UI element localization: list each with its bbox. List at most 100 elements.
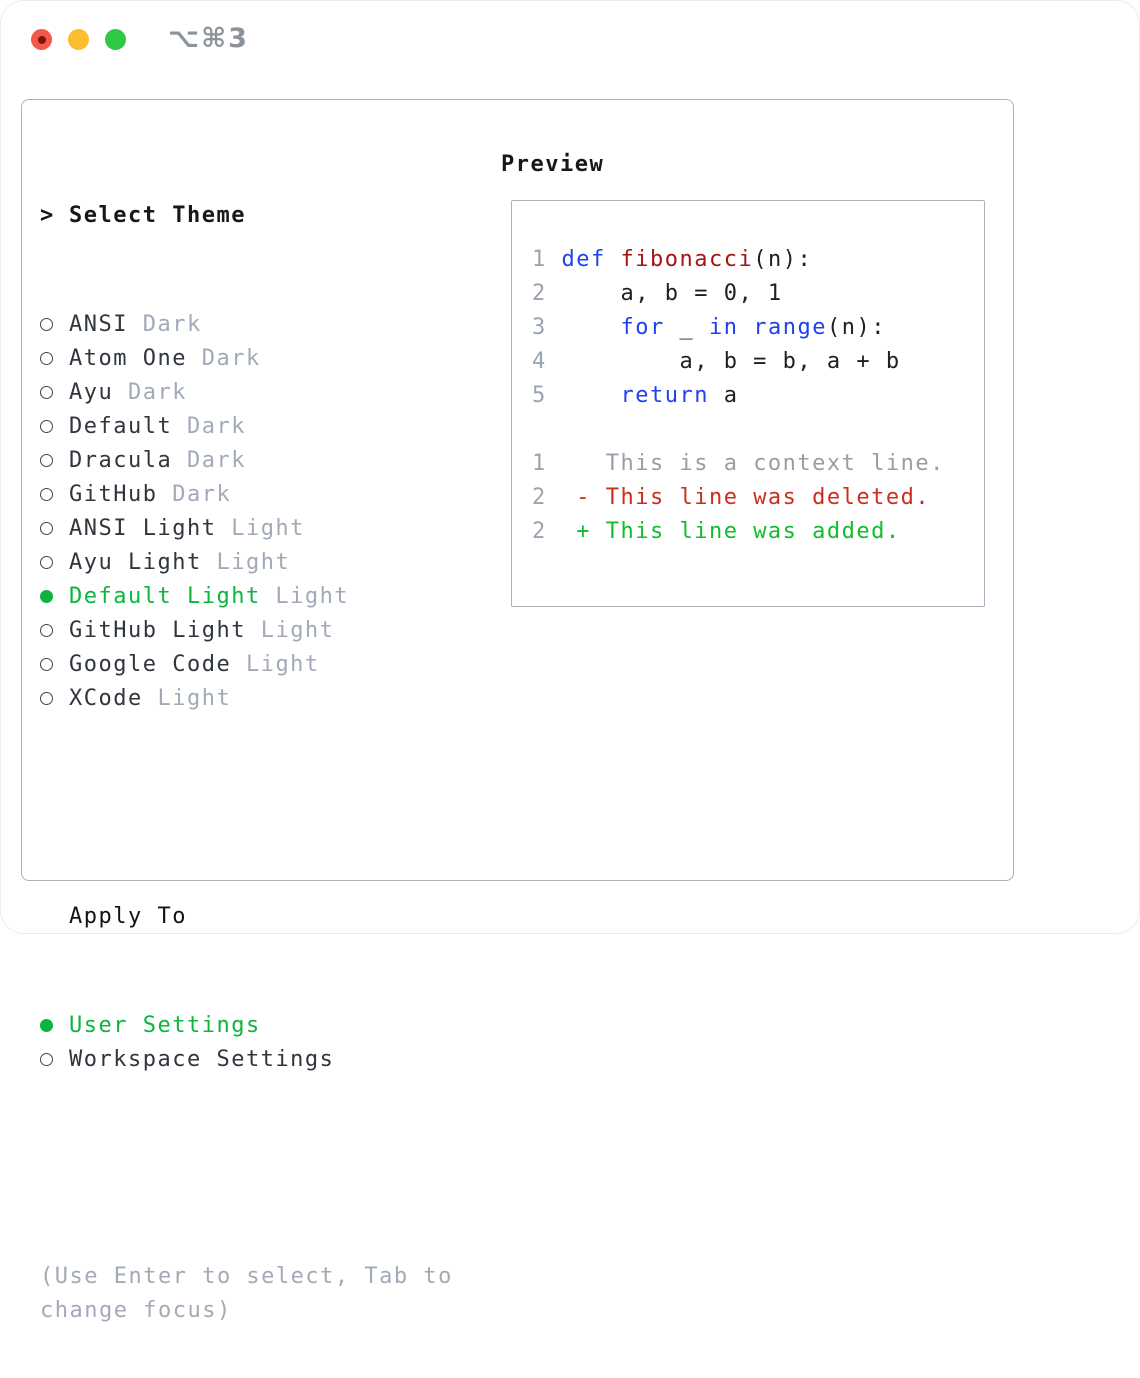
radio-icon [40,351,69,365]
radio-icon [40,521,53,535]
line-number: 2 [532,485,577,510]
line-number: 1 [532,451,577,476]
apply-option-user-settings[interactable]: User Settings [40,1008,480,1042]
radio-icon [40,419,53,433]
focus-marker: > [40,203,69,228]
radio-icon [40,487,69,501]
theme-list-heading: Select Theme [69,202,246,228]
theme-option-name: GitHub [69,481,158,507]
theme-option-dracula[interactable]: Dracula Dark [40,443,480,477]
keyword-token: for [620,315,665,340]
radio-icon [40,385,53,399]
close-icon [37,35,46,44]
radio-icon [40,657,53,671]
theme-option-tag: Light [201,549,291,575]
radio-icon [40,385,69,399]
radio-icon [40,317,53,331]
radio-selected-icon [40,589,69,603]
theme-option-name: Default Light [69,583,261,609]
theme-option-tag: Dark [157,481,232,507]
theme-option-tag: Light [216,515,305,541]
theme-option-ansi[interactable]: ANSI Dark [40,307,480,341]
theme-option-name: XCode [69,685,143,711]
theme-option-tag: Dark [113,379,187,405]
spacer [40,790,480,824]
apply-option-label: Workspace Settings [69,1046,335,1072]
preview-heading: Preview [501,152,605,177]
keyword-token: range [753,315,827,340]
code-token [738,315,753,340]
code-token: a, b = 0, 1 [561,281,783,306]
code-token: (n): [826,315,886,340]
theme-option-default[interactable]: Default Dark [40,409,480,443]
line-number: 2 [532,519,577,544]
preview-code: 1 def fibonacci(n): 2 a, b = 0, 1 3 for … [512,201,984,549]
radio-icon [40,623,69,637]
line-number: 1 [532,247,562,272]
theme-option-tag: Dark [172,447,246,473]
radio-icon [40,521,69,535]
line-number: 5 [532,383,562,408]
radio-icon [40,351,53,365]
radio-selected-icon [40,1018,53,1032]
preview-pane: 1 def fibonacci(n): 2 a, b = 0, 1 3 for … [511,200,985,607]
radio-icon [40,317,69,331]
code-token: a, b = b, a + b [561,349,901,374]
theme-list-heading-row: > Select Theme [40,198,480,232]
radio-icon [40,555,69,569]
theme-option-github-light[interactable]: GitHub Light Light [40,613,480,647]
theme-option-name: Google Code [69,651,232,677]
theme-option-name: Ayu Light [69,549,202,575]
theme-option-name: GitHub Light [69,617,246,643]
theme-option-ayu-light[interactable]: Ayu Light Light [40,545,480,579]
theme-option-name: Dracula [69,447,173,473]
radio-selected-icon [40,1018,69,1032]
diff-deleted-line: - This line was deleted. [576,485,931,510]
radio-icon [40,555,53,569]
radio-icon [40,419,69,433]
theme-option-name: ANSI Light [69,515,217,541]
keyword-token: def [561,247,606,272]
theme-option-tag: Dark [186,345,261,371]
theme-option-google-code[interactable]: Google Code Light [40,647,480,681]
line-number: 2 [532,281,562,306]
apply-to-heading: Apply To [69,903,187,929]
radio-icon [40,623,53,637]
theme-option-tag: Light [142,685,232,711]
radio-icon [40,1052,69,1066]
line-number: 3 [532,315,562,340]
diff-context-line: This is a context line. [576,451,945,476]
theme-option-github[interactable]: GitHub Dark [40,477,480,511]
code-token: a [708,383,739,408]
theme-option-ayu[interactable]: Ayu Dark [40,375,480,409]
theme-option-ansi-light[interactable]: ANSI Light Light [40,511,480,545]
theme-option-default-light[interactable]: Default Light Light [40,579,480,613]
zoom-button[interactable] [105,29,126,50]
code-token [562,315,621,340]
apply-option-workspace-settings[interactable]: Workspace Settings [40,1042,480,1076]
code-token [562,383,621,408]
theme-option-tag: Dark [172,413,246,439]
radio-icon [40,453,53,467]
minimize-button[interactable] [68,29,89,50]
theme-option-name: Default [69,413,173,439]
titlebar: ⌥⌘3 [1,1,1139,77]
radio-icon [40,691,53,705]
radio-icon [40,453,69,467]
theme-option-tag: Dark [127,311,202,337]
window-title: ⌥⌘3 [168,23,249,54]
radio-icon [40,1052,53,1066]
keyword-token: in [708,315,739,340]
radio-icon [40,657,69,671]
line-number: 4 [532,349,562,374]
keyword-token: return [620,383,709,408]
apply-option-label: User Settings [69,1012,261,1038]
close-button[interactable] [31,29,52,50]
theme-option-xcode[interactable]: XCode Light [40,681,480,715]
theme-option-atom-one[interactable]: Atom One Dark [40,341,480,375]
